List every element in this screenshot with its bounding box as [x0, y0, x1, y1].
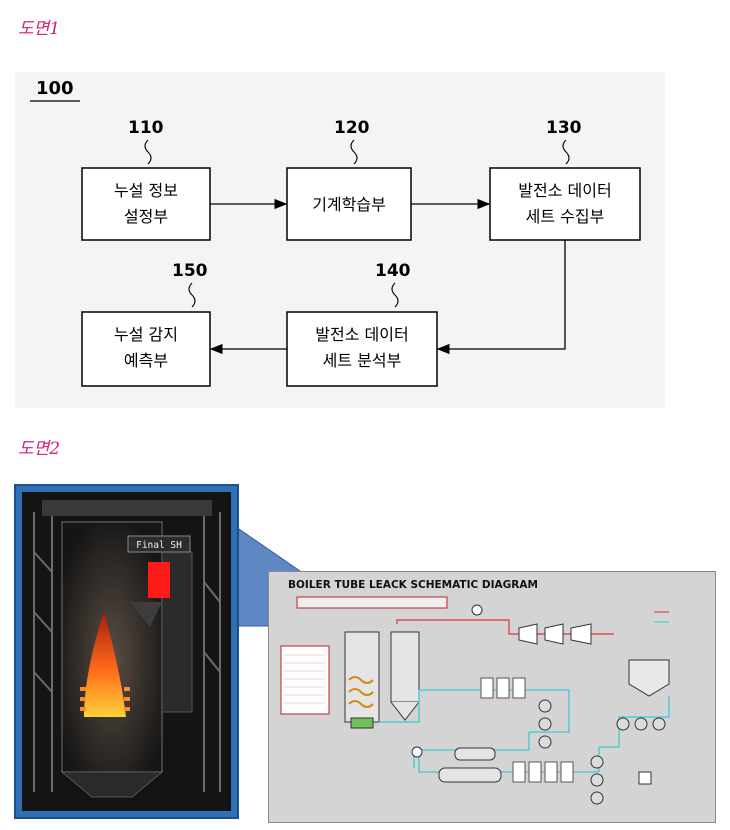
- schematic-title: BOILER TUBE LEACK SCHEMATIC DIAGRAM: [288, 579, 538, 591]
- block-140-ref: 140: [375, 261, 411, 281]
- heaters-upper: [480, 677, 526, 699]
- block-130-line2: 세트 수집부: [526, 207, 605, 226]
- feedwater-pipes: [379, 689, 670, 773]
- block-120-line1: 기계학습부: [312, 195, 386, 214]
- block-110-line1: 누설 정보: [114, 181, 178, 200]
- leader-150: [188, 282, 196, 308]
- condenser: [628, 659, 670, 697]
- block-110: [81, 167, 211, 241]
- alarm-table: [280, 645, 330, 715]
- schematic-turbine: [518, 623, 592, 645]
- block-140: [286, 311, 438, 387]
- schematic-status-bar: [296, 596, 448, 609]
- leader-lines: [144, 139, 570, 308]
- nose: [130, 602, 162, 627]
- boiler-schematic: BOILER TUBE LEACK SCHEMATIC DIAGRAM: [268, 571, 716, 823]
- leader-130: [562, 139, 570, 165]
- block-130-line1: 발전소 데이터: [518, 181, 611, 200]
- block-130-ref: 130: [546, 118, 582, 138]
- boiler-photo: Final SH: [22, 492, 231, 811]
- block-diagram: 100 110 120 130 140 150 누설 정보 설정부 기계학습부 …: [15, 72, 665, 408]
- gauge-box: [638, 771, 652, 785]
- boiler-illustration: Final SH: [22, 492, 231, 811]
- leader-120: [350, 139, 358, 165]
- figure2-label: 도면2: [18, 439, 61, 459]
- deaerator: [454, 747, 496, 761]
- block-140-line2: 세트 분석부: [323, 351, 402, 370]
- roof: [42, 500, 212, 516]
- figure1-label: 도면1: [18, 19, 61, 39]
- burners: [80, 687, 130, 711]
- block-150: [81, 311, 211, 387]
- block-110-ref: 110: [128, 118, 164, 138]
- steel-structure: [33, 512, 221, 792]
- arrow-130-140: [436, 240, 566, 355]
- block-150-line1: 누설 감지: [114, 325, 178, 344]
- block-110-line2: 설정부: [124, 207, 168, 226]
- leader-140: [391, 282, 399, 308]
- block-150-line2: 예측부: [124, 351, 168, 370]
- valve-top: [471, 604, 483, 616]
- schematic-drawing: BOILER TUBE LEACK SCHEMATIC DIAGRAM: [280, 579, 670, 805]
- storage-tank: [438, 767, 502, 783]
- valve-lower: [411, 746, 423, 758]
- boiler-photo-frame: Final SH: [14, 484, 239, 819]
- steam-line: [396, 619, 614, 635]
- block-120-ref: 120: [334, 118, 370, 138]
- pumps: [538, 699, 666, 805]
- block-130: [489, 167, 641, 241]
- schematic-boiler: [344, 631, 420, 729]
- heaters-lower: [512, 761, 574, 783]
- block-150-ref: 150: [172, 261, 208, 281]
- final-sh-marker: [148, 562, 170, 598]
- hopper: [60, 771, 164, 798]
- block-140-line1: 발전소 데이터: [315, 325, 408, 344]
- final-sh-tag-box: [127, 535, 191, 553]
- final-sh-tag: Final SH: [136, 540, 182, 551]
- system-ref: 100: [36, 78, 74, 99]
- flame: [84, 612, 126, 717]
- leader-110: [144, 139, 152, 165]
- schematic-legend: [654, 611, 669, 623]
